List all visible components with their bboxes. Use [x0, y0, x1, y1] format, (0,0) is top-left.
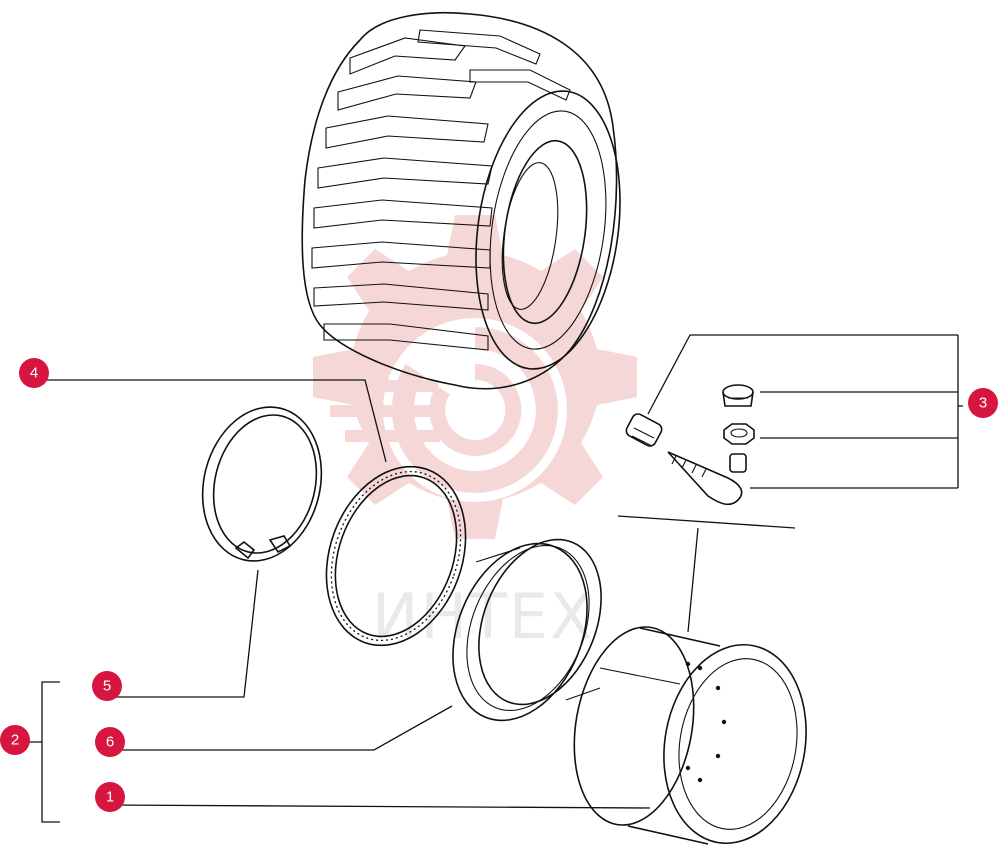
- callout-3-badge: [968, 388, 998, 418]
- bead-seat-band: [452, 538, 602, 722]
- leader-line-1: [109, 804, 651, 809]
- leader-lines: [28, 334, 963, 823]
- callout-4-badge: [19, 358, 49, 388]
- valve-stem: [625, 413, 663, 447]
- callout-1-badge: [95, 782, 125, 812]
- callout-3-label: 3: [979, 395, 987, 412]
- callout-6[interactable]: 6: [95, 727, 125, 757]
- o-ring: [325, 465, 467, 647]
- callout-2-badge: [0, 725, 30, 755]
- rim-holes: [685, 661, 727, 783]
- callout-3[interactable]: 3: [968, 388, 998, 418]
- leader-line-5: [107, 569, 259, 698]
- leader-line-2: [28, 681, 60, 823]
- callout-5-badge: [92, 671, 122, 701]
- leader-line-6: [110, 705, 453, 751]
- callout-1-label: 1: [106, 789, 114, 806]
- callout-1[interactable]: 1: [95, 782, 125, 812]
- tire: [301, 12, 621, 390]
- leader-line-3: [647, 334, 963, 489]
- callout-4[interactable]: 4: [19, 358, 49, 388]
- callout-5[interactable]: 5: [92, 671, 122, 701]
- callout-4-label: 4: [30, 365, 38, 382]
- callout-6-label: 6: [106, 734, 114, 751]
- callout-2-label: 2: [11, 732, 19, 749]
- rim-wheel: [573, 626, 807, 845]
- watermark: ИНТЕХ: [313, 215, 637, 653]
- valve-elbow: [667, 451, 747, 506]
- lock-ring: [201, 406, 323, 562]
- leader-line-4: [34, 379, 387, 463]
- watermark-gear-icon: [313, 215, 637, 539]
- leader-line-rim-group: [617, 515, 796, 633]
- callout-6-badge: [95, 727, 125, 757]
- tire-tread: [311, 29, 571, 351]
- callout-5-label: 5: [103, 678, 111, 695]
- valve-nut: [723, 423, 755, 445]
- valve-cap: [722, 384, 754, 407]
- callout-2[interactable]: 2: [0, 725, 30, 755]
